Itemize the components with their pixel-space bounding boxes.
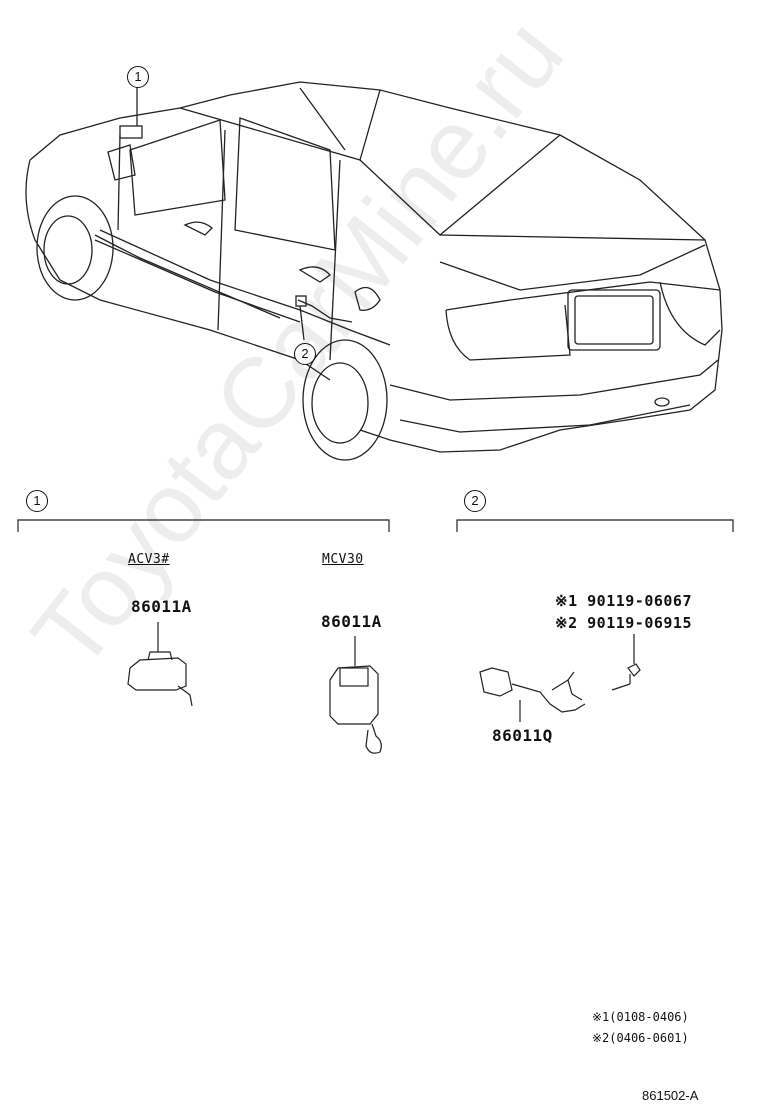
part-number-86011a-mcv30[interactable]: 86011A xyxy=(321,612,382,631)
model-label-acv3: ACV3# xyxy=(128,552,170,567)
bolt-part-number-1[interactable]: ※1 90119-06067 xyxy=(555,592,692,610)
model-label-mcv30: MCV30 xyxy=(322,552,364,567)
section-2-callout: 2 xyxy=(464,490,486,512)
part-number-86011q[interactable]: 86011Q xyxy=(492,726,553,745)
car-illustration xyxy=(25,81,723,461)
callout-2-on-car: 2 xyxy=(294,343,316,365)
bolt-part-number-2[interactable]: ※2 90119-06915 xyxy=(555,614,692,632)
figure-id: 861502-A xyxy=(642,1088,699,1103)
section-1-callout: 1 xyxy=(26,490,48,512)
date-note-1: ※1(0108-0406) xyxy=(592,1010,689,1024)
callout-1-on-car: 1 xyxy=(127,66,149,88)
part-number-86011a-acv3[interactable]: 86011A xyxy=(131,597,192,616)
date-note-2: ※2(0406-0601) xyxy=(592,1031,689,1045)
